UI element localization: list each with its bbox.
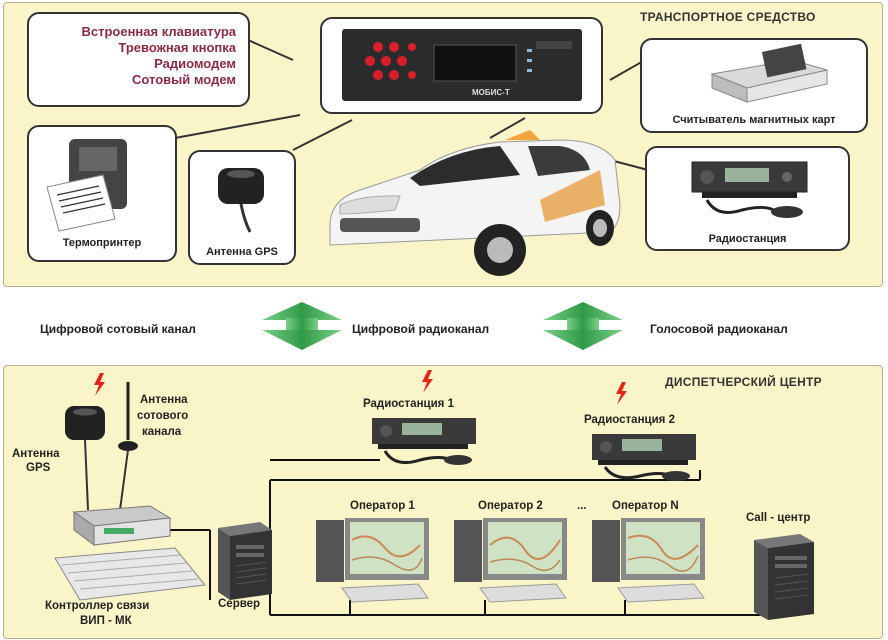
gps-antenna-label: Антенна GPS bbox=[206, 246, 278, 258]
features-box: Встроенная клавиатура Тревожная кнопка Р… bbox=[27, 12, 250, 107]
operator-2-workstation bbox=[454, 518, 567, 603]
operator-2-label: Оператор 2 bbox=[478, 500, 543, 512]
feature-cell-modem: Сотовый модем bbox=[132, 72, 236, 87]
gps-antenna-icon bbox=[218, 168, 264, 233]
operator-1-workstation bbox=[316, 518, 429, 603]
operator-ellipsis: ... bbox=[577, 500, 587, 512]
dispatch-radio-1-label: Радиостанция 1 bbox=[363, 398, 454, 410]
gps-antenna-box: Антенна GPS bbox=[188, 150, 296, 265]
printer-label: Термопринтер bbox=[62, 237, 142, 249]
cell-antenna-label-2: сотового bbox=[137, 410, 189, 422]
vehicle-header: ТРАНСПОРТНОЕ СРЕДСТВО bbox=[640, 10, 816, 24]
radio-icon bbox=[691, 161, 808, 218]
feature-radiomodem: Радиомодем bbox=[154, 56, 236, 71]
operator-n-label: Оператор N bbox=[612, 500, 679, 512]
channel-digital-radio: Цифровой радиоканал bbox=[352, 322, 490, 336]
mobis-device: МОБИС-Т bbox=[342, 29, 582, 101]
card-reader-icon bbox=[710, 43, 828, 103]
controller-label-1: Контроллер связи bbox=[45, 600, 150, 612]
cell-antenna-label-3: канала bbox=[142, 426, 182, 438]
dispatch-header: ДИСПЕТЧЕРСКИЙ ЦЕНТР bbox=[665, 375, 822, 389]
card-reader-box: Считыватель магнитных карт bbox=[640, 38, 868, 133]
server-label: Сервер bbox=[218, 598, 261, 610]
printer-icon bbox=[46, 139, 127, 232]
channel-voice-radio: Голосовой радиоканал bbox=[650, 322, 788, 336]
channel-cellular: Цифровой сотовый канал bbox=[40, 322, 196, 336]
printer-box: Термопринтер bbox=[27, 125, 177, 262]
device-name: МОБИС-Т bbox=[472, 88, 510, 97]
operator-n-workstation bbox=[592, 518, 705, 603]
device-box: МОБИС-Т bbox=[320, 17, 603, 114]
arrow-right bbox=[543, 302, 623, 350]
feature-alarm-button: Тревожная кнопка bbox=[118, 40, 236, 55]
radio-box: Радиостанция bbox=[645, 146, 850, 251]
operator-1-label: Оператор 1 bbox=[350, 500, 415, 512]
card-reader-label: Считыватель магнитных карт bbox=[672, 114, 836, 126]
dispatch-gps-label-2: GPS bbox=[26, 462, 51, 474]
controller-label-2: ВИП - МК bbox=[80, 615, 132, 627]
dispatch-radio-2-label: Радиостанция 2 bbox=[584, 414, 675, 426]
radio-label: Радиостанция bbox=[708, 233, 787, 245]
dispatch-gps-label-1: Антенна bbox=[12, 448, 60, 460]
cell-antenna-label-1: Антенна bbox=[140, 394, 188, 406]
callcenter-label: Call - центр bbox=[746, 512, 811, 524]
arrow-left bbox=[262, 302, 342, 350]
feature-keyboard: Встроенная клавиатура bbox=[81, 24, 236, 39]
lightning-icons bbox=[94, 370, 627, 405]
dispatch-panel bbox=[3, 365, 883, 639]
